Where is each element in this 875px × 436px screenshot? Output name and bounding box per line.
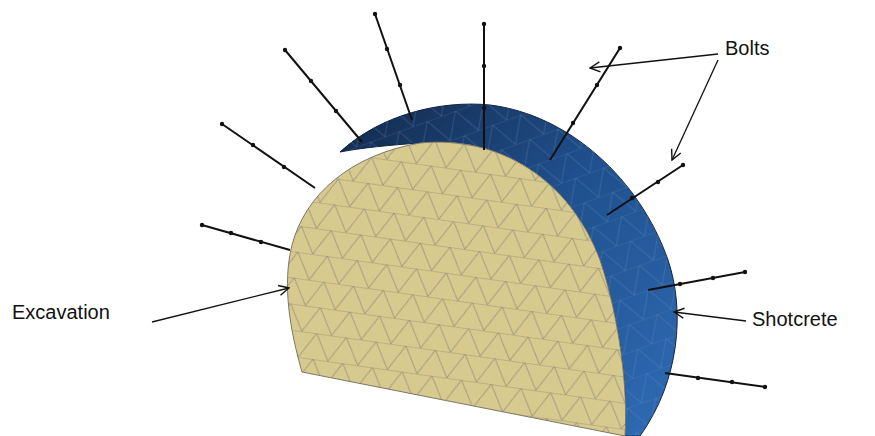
excavation-face — [287, 142, 625, 436]
callout-label: Shotcrete — [752, 307, 838, 331]
rock-bolts — [200, 12, 767, 389]
leader-lines — [152, 54, 746, 322]
callout-label: Bolts — [725, 36, 769, 60]
callout-label: Excavation — [12, 300, 110, 324]
